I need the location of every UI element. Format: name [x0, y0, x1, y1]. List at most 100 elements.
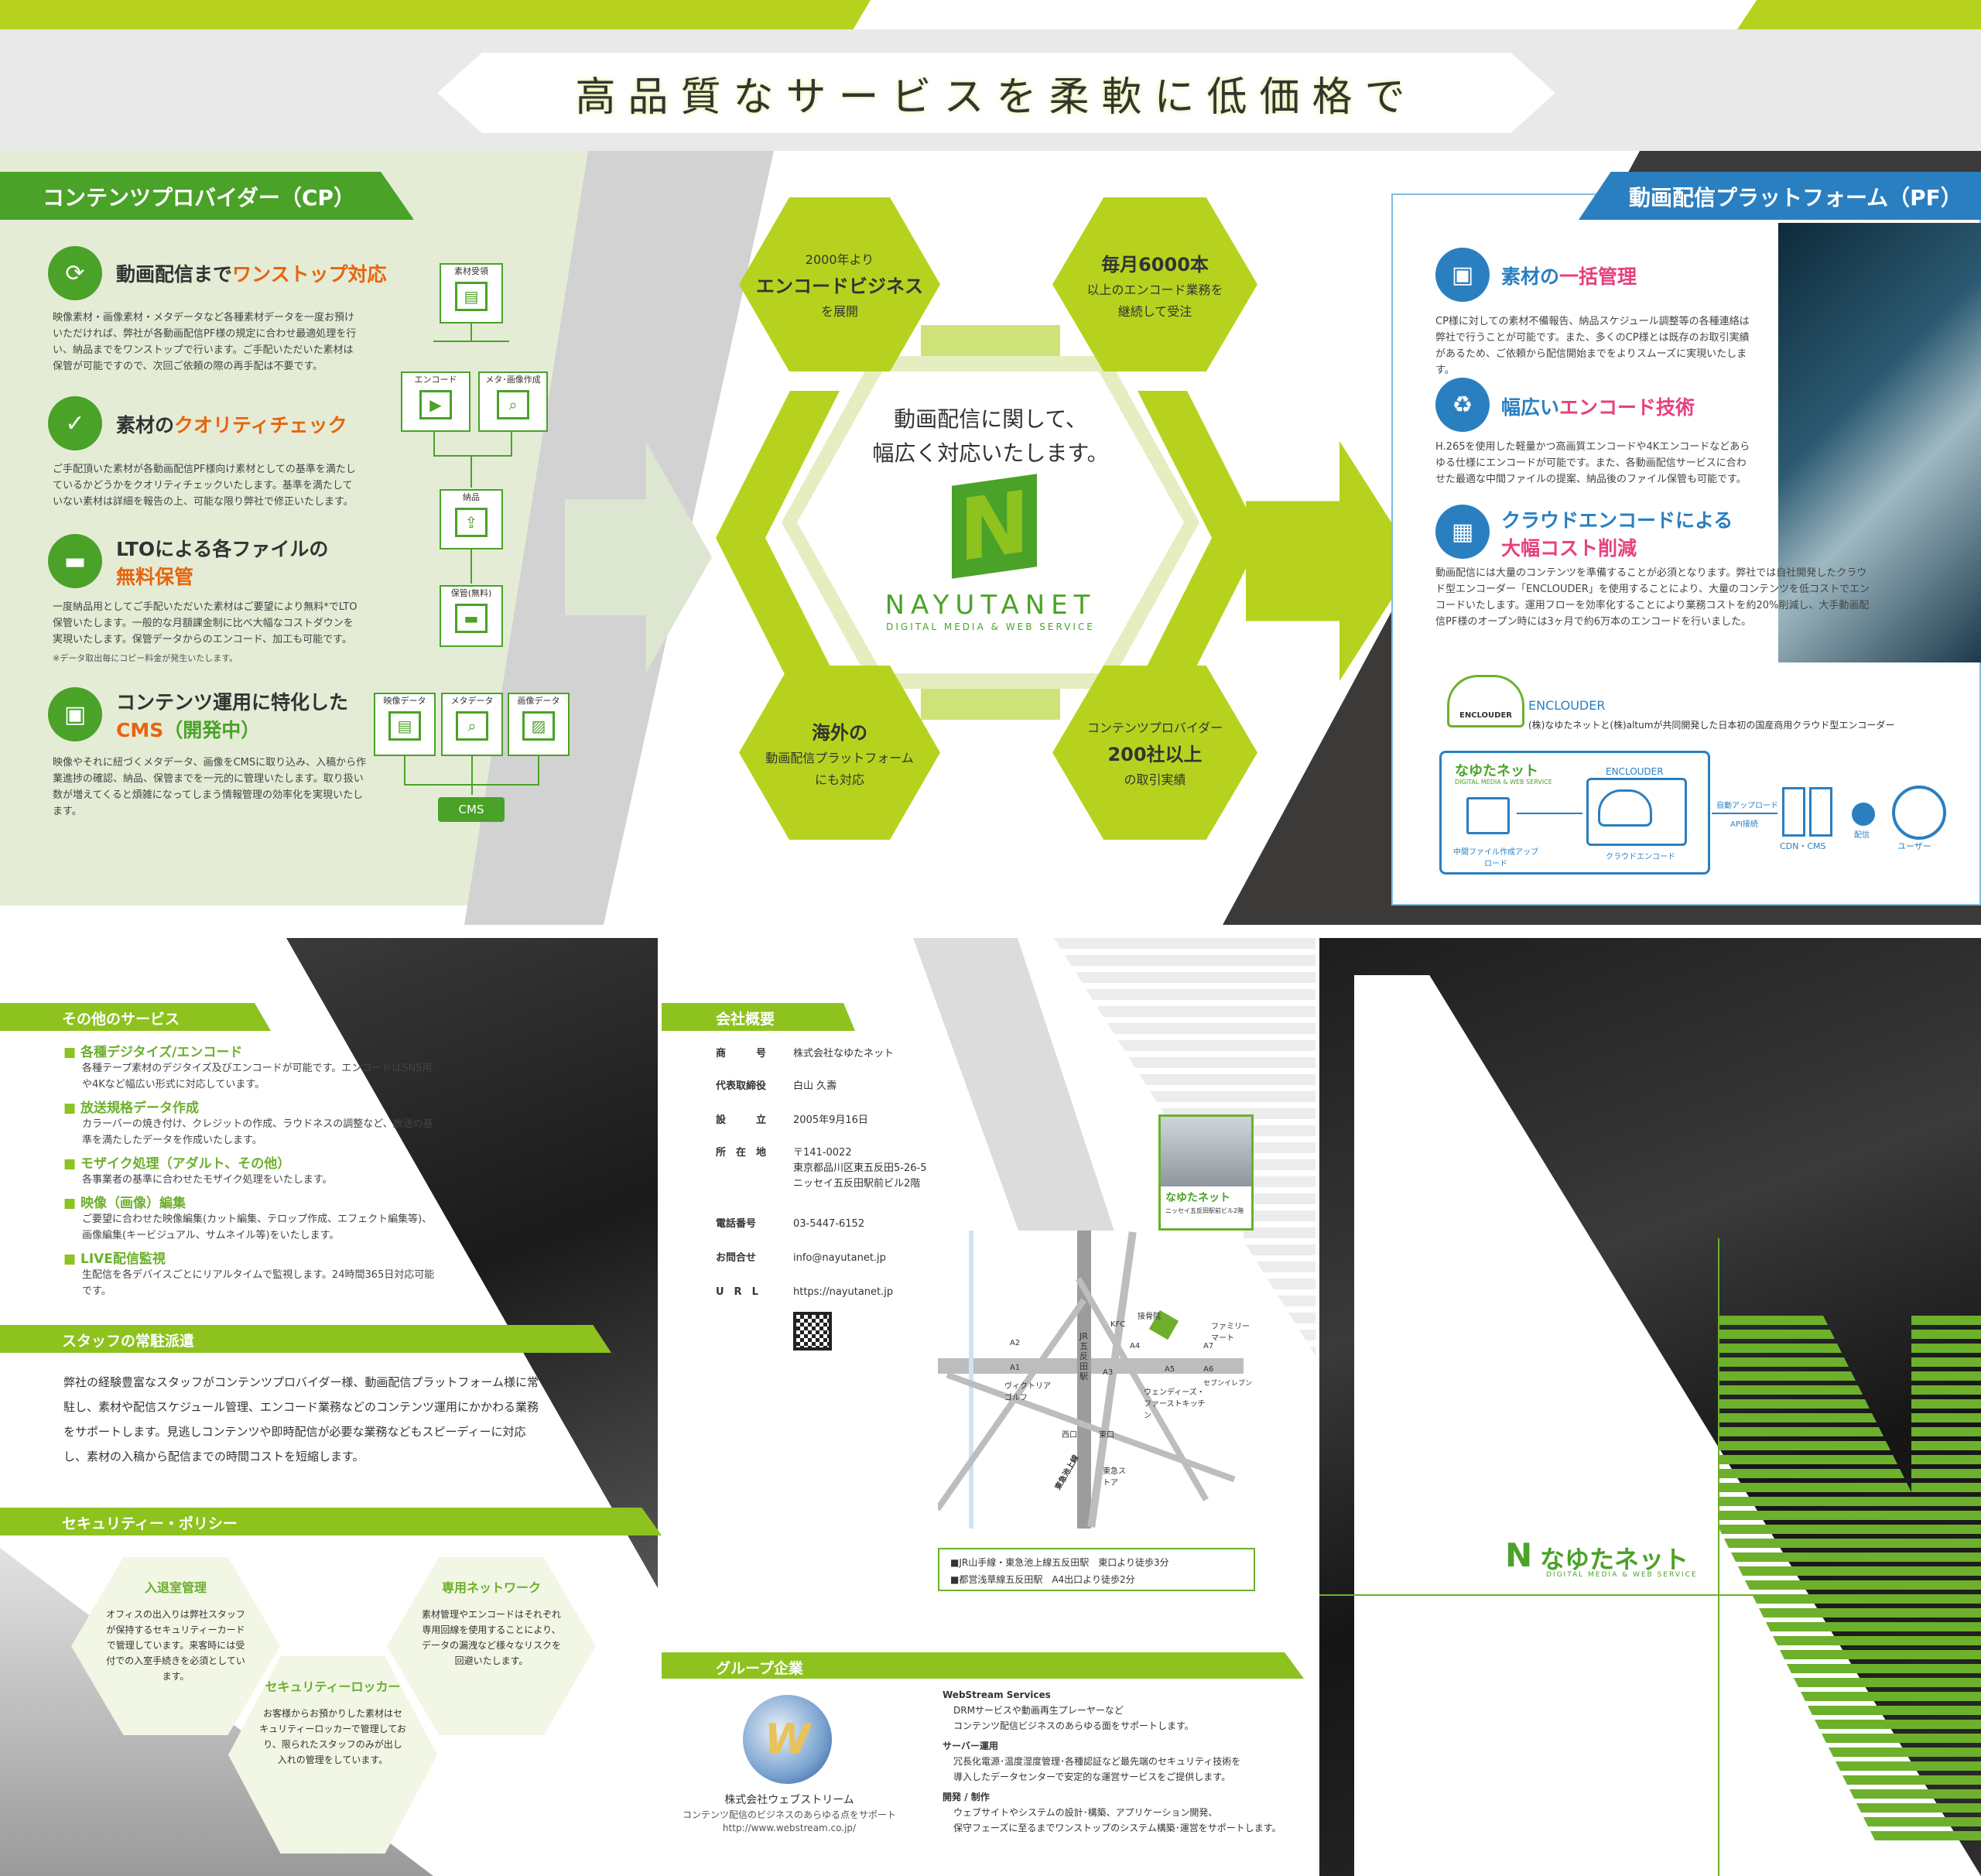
search-icon: ⌕: [497, 390, 529, 419]
flow-line: [433, 432, 435, 455]
map-label-kfc: KFC: [1110, 1320, 1126, 1329]
flow-receive: 素材受領▤: [440, 263, 503, 324]
monitor-icon: ▣: [48, 687, 102, 741]
film-icon: ▤: [455, 282, 488, 311]
pc-icon: [1466, 797, 1510, 834]
cp-feature-3-body: 一度納品用としてご手配いただいた素材はご要望により無料*でLTO保管いたします。…: [53, 601, 358, 645]
company-url-link[interactable]: https://nayutanet.jp: [793, 1286, 894, 1298]
center-brand: NAYUTANET: [884, 590, 1097, 621]
cp-title: コンテンツプロバイダー（CP）: [43, 185, 355, 211]
map-area: [938, 1231, 1244, 1529]
flow-encode: エンコード▶: [401, 371, 470, 432]
map-label-wendys: ウェンディーズ・ファーストキッチン: [1144, 1388, 1206, 1420]
cloud-encode-box: [1586, 778, 1687, 846]
contact-email[interactable]: info@nayutanet.jp: [793, 1252, 886, 1264]
flow-line: [404, 756, 405, 784]
service-broadcast-title: 放送規格データ作成: [63, 1101, 435, 1116]
diagram-brand-sub: DIGITAL MEDIA & WEB SERVICE: [1455, 779, 1552, 786]
cp-feature-2-body: ご手配頂いた素材が各動画配信PF様向け素材としての基準を満たしているかどうかをク…: [53, 464, 356, 508]
service-list: 各種デジタイズ/エンコード 各種テープ素材のデジタイズ及びエンコードが可能です。…: [63, 1045, 435, 1299]
diagram-arrow: [1517, 813, 1582, 814]
center-message: 動画配信に関して、 幅広く対応いたします。: [872, 406, 1109, 466]
flow-line: [470, 324, 472, 341]
diagram-auto-upload: 自動アップロード: [1716, 802, 1778, 810]
building-brand: なゆたネット: [1165, 1192, 1230, 1204]
nayutanet-logo-mark: N: [952, 472, 1037, 580]
back-cover-line: [1718, 1238, 1719, 1876]
security-locker: セキュリティーロッカーお客様からお預かりした素材はセキュリティーロッカーで管理し…: [228, 1656, 437, 1854]
headline: 高品質なサービスを柔軟に低価格で: [575, 74, 1418, 121]
search-icon: ⌕: [456, 711, 488, 741]
access-line-2: ■都営浅草線五反田駅 A4出口より徒歩2分: [950, 1574, 1135, 1585]
services-title-bar: その他のサービス: [0, 1003, 271, 1031]
video-icon: ▶: [419, 390, 452, 419]
cp-feature-2-icon: ✓: [48, 396, 102, 450]
enclouder-diagram: [1439, 751, 1710, 875]
diagram-cloud: クラウドエンコード: [1606, 853, 1675, 861]
station-label: JR五反田駅: [1079, 1331, 1088, 1381]
flow-line: [404, 784, 539, 786]
cp-feature-2-title: 素材のクオリティチェック: [116, 414, 347, 436]
center-bar-bottom: [921, 689, 1060, 720]
group-company-name: 株式会社ウェブストリーム: [724, 1794, 854, 1806]
flow-line: [433, 341, 509, 342]
folder-icon: ▬: [48, 534, 102, 588]
cp-feature-3-title: LTOによる各ファイルの無料保管: [116, 538, 329, 588]
map-label-familymart: ファミリーマート: [1211, 1323, 1250, 1343]
back-brand-sub: DIGITAL MEDIA & WEB SERVICE: [1546, 1571, 1698, 1579]
cp-feature-1-body: 映像素材・画像素材・メタデータなど各種素材データを一度お預けいただければ、弊社が…: [53, 312, 357, 372]
map-label-a6: A6: [1203, 1365, 1214, 1374]
access-line-1: ■JR山手線・東急池上線五反田駅 東口より徒歩3分: [950, 1557, 1169, 1568]
diagram-enclouder-label: ENCLOUDER: [1606, 766, 1664, 777]
group-company-tag: コンテンツ配信のビジネスのあらゆる点をサポート: [682, 1809, 896, 1820]
cp-feature-1-title: 動画配信までワンストップ対応: [116, 263, 387, 286]
pf-photo: [1778, 223, 1981, 662]
group-title-bar: グループ企業: [662, 1652, 1304, 1679]
pf-title: 動画配信プラットフォーム（PF）: [1629, 185, 1962, 211]
map-label-tokyu: 東急ストア: [1103, 1467, 1126, 1487]
group-company-url[interactable]: http://www.webstream.co.jp/: [722, 1823, 857, 1833]
company-title-bar: 会社概要: [662, 1003, 855, 1031]
building-photo: なゆたネット ニッセイ五反田駅前ビル2階: [1158, 1114, 1254, 1231]
map-label-east: 東口: [1099, 1431, 1114, 1440]
map-label-a2: A2: [1010, 1339, 1021, 1347]
enclouder-logo: ENCLOUDER: [1447, 675, 1524, 727]
flow-line: [471, 756, 473, 795]
server-icon: [1782, 787, 1805, 837]
top-lime-accent-left: [0, 0, 871, 29]
group-sections: WebStream Services DRMサービスや動画再生プレーヤーなど コ…: [943, 1689, 1281, 1833]
service-edit-desc: ご要望に合わせた映像編集(カット編集、テロップ作成、エフェクト編集等)、画像編集…: [82, 1214, 433, 1241]
back-logo-mark: N: [1505, 1536, 1533, 1574]
cp-feature-4-body: 映像やそれに紐づくメタデータ、画像をCMSに取り込み、入稿から作業進捗の確認、納…: [53, 757, 367, 817]
top-lime-accent-right: [1737, 0, 1981, 29]
flow-image-data: 画像データ▨: [508, 693, 570, 756]
recycle-icon: ♻: [1435, 378, 1490, 432]
cp-feature-3-note: ※データ取出毎にコピー料金が発生いたします。: [53, 653, 238, 663]
diagram-upload: 中間ファイル作成アップロード: [1453, 848, 1538, 868]
qr-code: [793, 1312, 832, 1351]
map-label-a5: A5: [1165, 1365, 1175, 1374]
pf-feature-3-title: クラウドエンコードによる大幅コスト削減: [1501, 509, 1733, 560]
service-edit-title: 映像（画像）編集: [63, 1196, 435, 1211]
staff-title-bar: スタッフの常駐派遣: [0, 1325, 611, 1353]
flow-line: [511, 432, 512, 455]
service-live-desc: 生配信を各デバイスごとにリアルタイムで監視します。24時間365日対応可能です。: [82, 1269, 435, 1297]
building-caption: ニッセイ五反田駅前ビル2階: [1165, 1207, 1244, 1214]
map-label-a3: A3: [1103, 1368, 1114, 1377]
back-cover-line: [1319, 1594, 1753, 1596]
map-label-a4: A4: [1130, 1342, 1141, 1351]
flow-line: [538, 756, 539, 784]
map-label-seven: セブンイレブン: [1203, 1380, 1253, 1388]
enclouder-name: ENCLOUDER: [1528, 698, 1606, 713]
flow-line: [470, 549, 472, 584]
enclouder-desc: (株)なゆたネットと(株)altumが共同開発した日本初の国産商用クラウド型エン…: [1528, 720, 1895, 731]
flow-video-data: 映像データ▤: [374, 693, 436, 756]
center-bar-top: [921, 325, 1060, 356]
cp-title-bar: コンテンツプロバイダー（CP）: [0, 172, 414, 220]
webstream-logo: W: [743, 1695, 832, 1784]
service-mosaic-desc: 各事業者の基準に合わせたモザイク処理をいたします。: [82, 1174, 333, 1186]
headline-banner: 高品質なサービスを柔軟に低価格で: [437, 53, 1555, 133]
upload-icon: ⇪: [455, 508, 488, 537]
pf-feature-2-title: 幅広いエンコード技術: [1501, 396, 1695, 419]
